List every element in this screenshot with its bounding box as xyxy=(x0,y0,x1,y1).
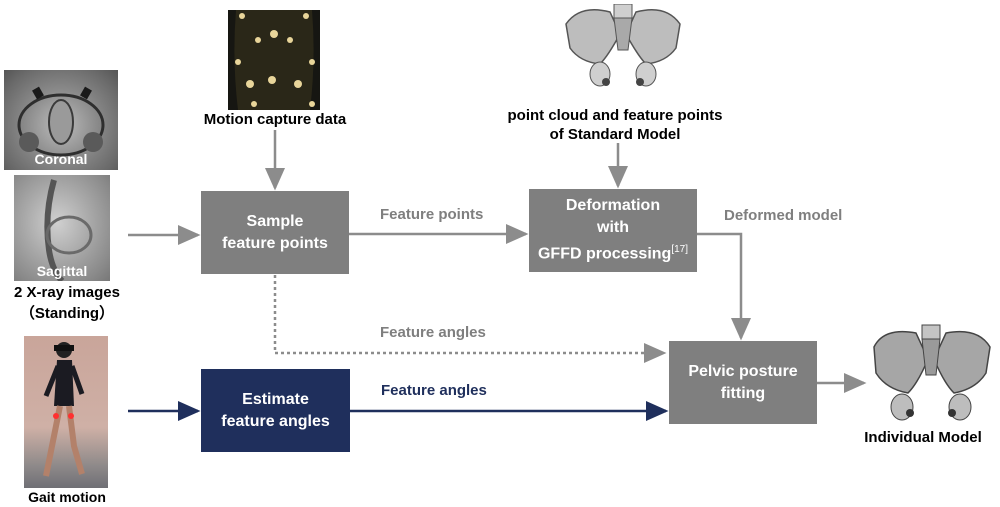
motion-capture-image xyxy=(228,10,320,110)
walking-person-icon xyxy=(43,342,85,477)
xray-sagittal-label: Sagittal xyxy=(36,263,88,279)
fitting-box-line1: Pelvic posture xyxy=(688,362,798,380)
deform-box-line3: GFFD processing[17] xyxy=(538,239,688,265)
standard-caption-line2: of Standard Model xyxy=(549,126,681,143)
xray-caption-line2: （Standing） xyxy=(19,305,115,322)
deformation-box: Deformation with GFFD processing[17] xyxy=(529,189,697,272)
arrow-sample-to-fitting-dotted xyxy=(273,275,667,363)
gait-motion-image xyxy=(24,336,108,488)
deform-box-line1: Deformation xyxy=(565,197,661,215)
edge-label-feature-angles-dotted: Feature angles xyxy=(380,324,486,341)
xray-coronal-label: Coronal xyxy=(34,151,88,167)
edge-label-deformed-model: Deformed model xyxy=(724,207,843,224)
xray-coronal-image: Coronal xyxy=(4,70,118,170)
standard-model-image xyxy=(560,4,686,90)
xray-caption-line1: 2 X-ray images xyxy=(14,284,120,301)
arrow-deform-to-fitting xyxy=(697,232,751,341)
deform-box-method: GFFD processing xyxy=(537,245,672,263)
estimate-box-line2: feature angles xyxy=(221,412,330,430)
standard-caption-line1: point cloud and feature points xyxy=(507,107,723,124)
fitting-box-line2: fitting xyxy=(720,384,766,402)
edge-label-feature-points: Feature points xyxy=(380,206,484,223)
sample-feature-points-box: Sample feature points xyxy=(201,191,349,274)
individual-model-image xyxy=(866,323,996,423)
sample-box-line2: feature points xyxy=(222,234,328,252)
pelvis-3d-icon xyxy=(565,4,681,87)
pelvis-xray-icon xyxy=(17,86,105,157)
deform-box-line2: with xyxy=(597,219,629,237)
spine-xray-icon xyxy=(44,179,93,281)
individual-caption: Individual Model xyxy=(864,429,982,446)
xray-sagittal-image: Sagittal xyxy=(14,175,110,281)
mocap-caption: Motion capture data xyxy=(203,111,347,128)
gait-motion-label: Gait motion xyxy=(28,489,106,505)
deform-box-reference: [17] xyxy=(671,244,689,256)
pelvis-3d-individual-icon xyxy=(873,324,991,421)
pelvic-posture-fitting-box: Pelvic posture fitting xyxy=(669,341,817,424)
estimate-feature-angles-box: Estimate feature angles xyxy=(201,369,350,452)
sample-box-line1: Sample xyxy=(246,212,304,230)
estimate-box-line1: Estimate xyxy=(242,390,309,408)
edge-label-feature-angles-solid: Feature angles xyxy=(381,382,487,399)
mocap-markers-icon xyxy=(234,10,315,110)
